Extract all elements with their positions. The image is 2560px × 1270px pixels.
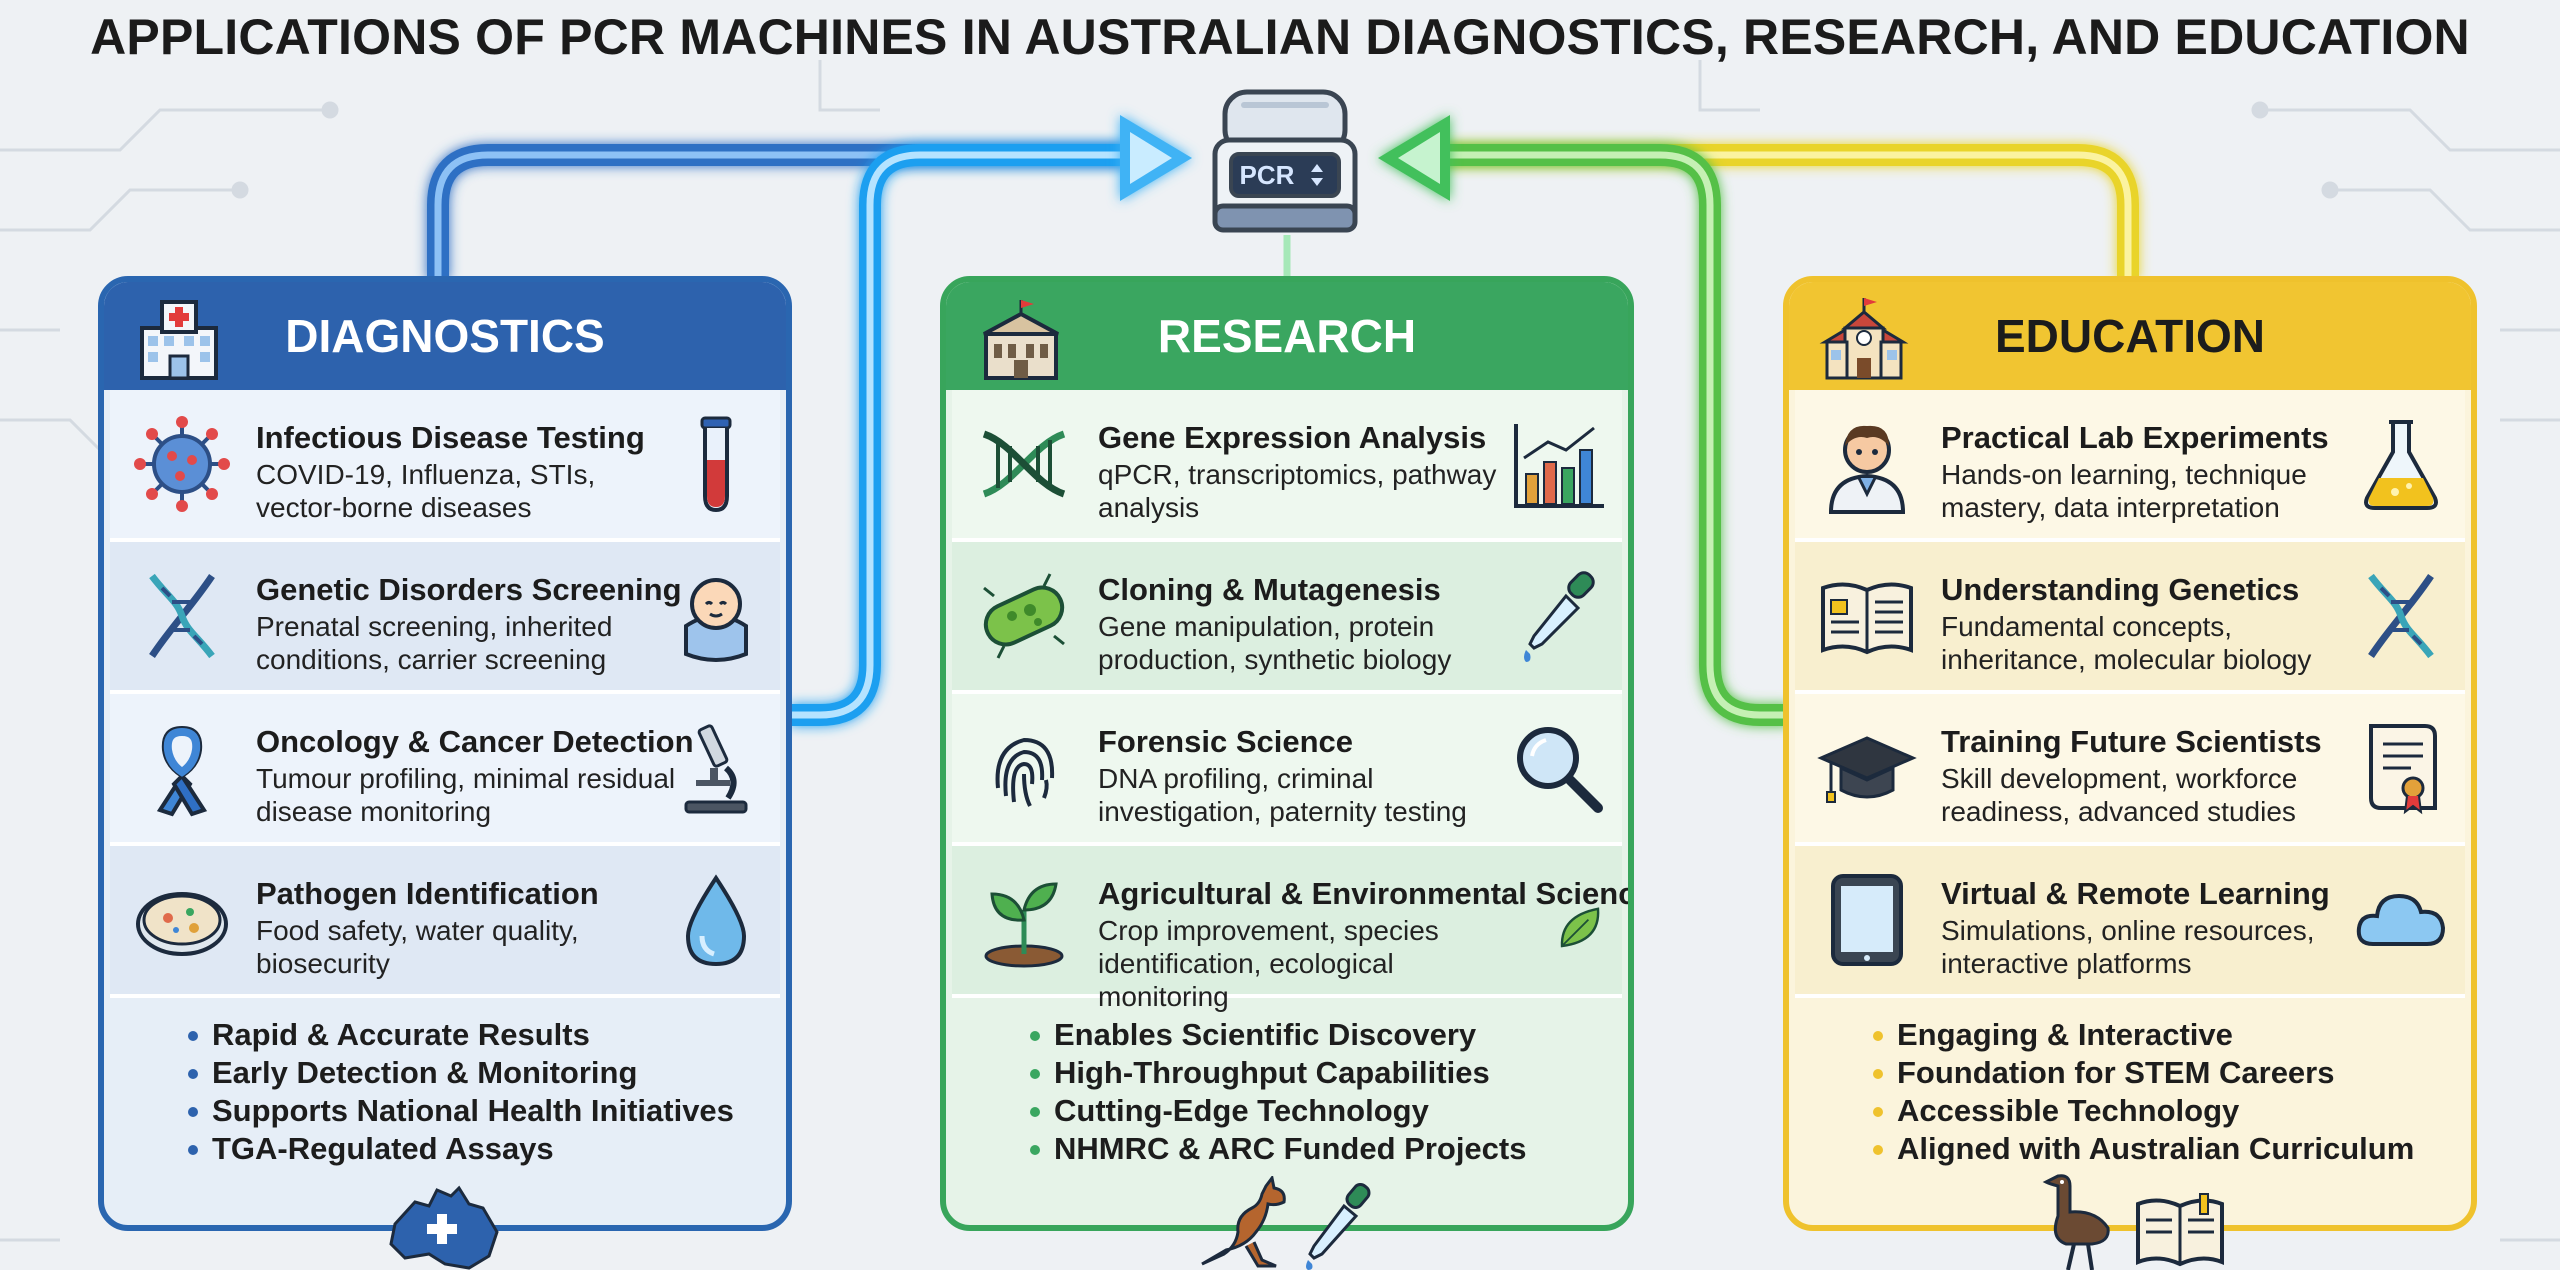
list-item: Understanding Genetics Fundamental conce… [1795, 542, 2465, 694]
row-title: Gene Expression Analysis [1098, 420, 1487, 455]
row-description: Crop improvement, species identification… [1098, 915, 1439, 1012]
microscope-icon [684, 724, 748, 814]
scientist-icon [1828, 425, 1906, 514]
pcr-label: PCR [1240, 160, 1295, 190]
list-item: Gene Expression Analysis qPCR, transcrip… [952, 390, 1622, 542]
list-item: Early Detection & Monitoring [188, 1054, 786, 1092]
flask-icon [2364, 420, 2438, 510]
institute-building-icon [983, 300, 1059, 380]
list-item: High-Throughput Capabilities [1030, 1054, 1628, 1092]
dropper-icon [1524, 571, 1595, 662]
seedling-icon [984, 882, 1064, 968]
cloud-icon [2356, 893, 2446, 946]
school-icon [1819, 298, 1909, 380]
leaf-icon [1560, 907, 1600, 948]
row-title: Oncology & Cancer Detection [256, 724, 694, 759]
book-icon [2136, 1193, 2224, 1267]
baby-icon [684, 578, 748, 662]
row-title: Agricultural & Environmental Science [1098, 876, 1634, 911]
row-description: Food safety, water quality, biosecurity [256, 915, 579, 979]
graduation-cap-icon [1817, 736, 1917, 803]
list-item: Enables Scientific Discovery [1030, 1016, 1628, 1054]
panel-title: RESEARCH [1157, 310, 1417, 362]
panel-title: EDUCATION [1994, 310, 2266, 362]
row-title: Understanding Genetics [1941, 572, 2300, 607]
test-tube-icon [700, 416, 732, 513]
panel-header: DIAGNOSTICS [104, 282, 786, 390]
list-item: Virtual & Remote Learning Simulations, o… [1795, 846, 2465, 998]
dna-icon [982, 430, 1066, 498]
kangaroo-icon [1201, 1176, 1286, 1268]
panel-header: EDUCATION [1789, 282, 2471, 390]
row-title: Genetic Disorders Screening [256, 572, 682, 607]
row-description: COVID-19, Influenza, STIs, vector-borne … [256, 459, 596, 523]
row-description: Gene manipulation, protein production, s… [1098, 611, 1452, 675]
list-item: Engaging & Interactive [1873, 1016, 2471, 1054]
dropper-icon [1306, 1183, 1371, 1270]
row-title: Training Future Scientists [1941, 724, 2322, 759]
dna-icon [149, 573, 215, 659]
row-title: Cloning & Mutagenesis [1098, 572, 1441, 607]
row-description: Tumour profiling, minimal residual disea… [256, 763, 676, 827]
row-title: Virtual & Remote Learning [1941, 876, 2330, 911]
panel-header: RESEARCH [946, 282, 1628, 390]
australia-map-icon [389, 1185, 499, 1270]
petri-dish-icon [136, 892, 228, 956]
virus-icon [134, 416, 230, 512]
row-description: Skill development, workforce readiness, … [1941, 763, 2298, 827]
list-item: Aligned with Australian Curriculum [1873, 1130, 2471, 1168]
row-description: Prenatal screening, inherited conditions… [256, 611, 613, 675]
row-title: Infectious Disease Testing [256, 420, 645, 455]
magnifier-icon [1517, 727, 1603, 813]
benefits-list: Engaging & Interactive Foundation for ST… [1789, 1016, 2471, 1168]
row-description: Fundamental concepts, inheritance, molec… [1941, 611, 2312, 675]
list-item: Genetic Disorders Screening Prenatal scr… [110, 542, 780, 694]
diploma-icon [2369, 724, 2437, 815]
row-title: Practical Lab Experiments [1941, 420, 2329, 455]
dna-icon [2368, 573, 2434, 659]
list-item: TGA-Regulated Assays [188, 1130, 786, 1168]
list-item: Infectious Disease Testing COVID-19, Inf… [110, 390, 780, 542]
education-panel: EDUCATION Practical Lab Experiments Hand… [1783, 276, 2477, 1231]
open-book-icon [1821, 582, 1913, 655]
list-item: Agricultural & Environmental Science Cro… [952, 846, 1628, 1012]
fingerprint-icon [995, 737, 1055, 807]
list-item: Forensic Science DNA profiling, criminal… [952, 694, 1622, 846]
ribbon-icon [156, 725, 208, 817]
list-item: Accessible Technology [1873, 1092, 2471, 1130]
pcr-machine-icon: PCR [1212, 89, 1358, 233]
row-description: Hands-on learning, technique mastery, da… [1941, 459, 2307, 523]
list-item: Cutting-Edge Technology [1030, 1092, 1628, 1130]
benefits-list: Rapid & Accurate Results Early Detection… [104, 1016, 786, 1168]
list-item: Supports National Health Initiatives [188, 1092, 786, 1130]
row-title: Forensic Science [1098, 724, 1354, 759]
tablet-icon [1831, 874, 1903, 966]
list-item: Pathogen Identification Food safety, wat… [110, 846, 780, 998]
water-drop-icon [685, 874, 747, 967]
page-title: APPLICATIONS OF PCR MACHINES IN AUSTRALI… [90, 9, 2470, 65]
row-description: Simulations, online resources, interacti… [1941, 915, 2315, 979]
list-item: Practical Lab Experiments Hands-on learn… [1795, 390, 2465, 542]
education-arrow [1440, 144, 2139, 280]
bar-chart-icon [1514, 424, 1604, 508]
hospital-icon [140, 300, 218, 380]
diagnostics-panel: DIAGNOSTICS Infectious Disease Testing C… [98, 276, 792, 1231]
emu-icon [2042, 1174, 2110, 1270]
research-panel: RESEARCH Gene Expression Analysis qPCR, … [940, 276, 1634, 1231]
list-item: Training Future Scientists Skill develop… [1795, 694, 2465, 846]
row-description: DNA profiling, criminal investigation, p… [1098, 763, 1467, 827]
list-item: Cloning & Mutagenesis Gene manipulation,… [952, 542, 1622, 694]
list-item: Oncology & Cancer Detection Tumour profi… [110, 694, 780, 846]
row-title: Pathogen Identification [256, 876, 599, 911]
bacterium-icon [983, 573, 1065, 659]
list-item: Rapid & Accurate Results [188, 1016, 786, 1054]
row-description: qPCR, transcriptomics, pathway analysis [1098, 459, 1497, 523]
list-item: NHMRC & ARC Funded Projects [1030, 1130, 1628, 1168]
diagnostics-arrow [427, 144, 1130, 280]
list-item: Foundation for STEM Careers [1873, 1054, 2471, 1092]
benefits-list: Enables Scientific Discovery High-Throug… [946, 1016, 1628, 1168]
panel-title: DIAGNOSTICS [285, 310, 605, 362]
